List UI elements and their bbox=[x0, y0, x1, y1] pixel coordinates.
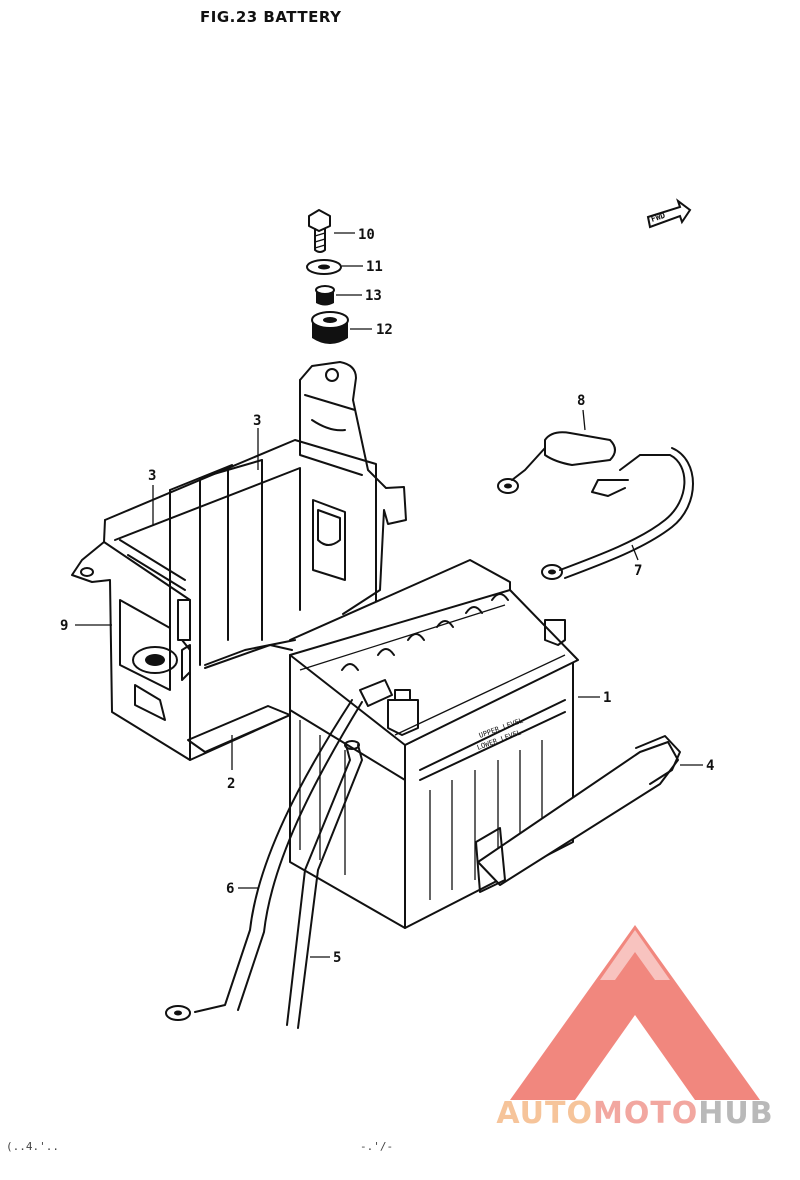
figure-title: FIG.23 BATTERY bbox=[200, 8, 342, 26]
ground-lead-6 bbox=[165, 679, 393, 1021]
logo-triangle-icon bbox=[510, 925, 760, 1100]
fwd-arrow-icon: FWD bbox=[646, 198, 692, 229]
automotohub-logo: AUTOMOTOHUB bbox=[470, 920, 800, 1140]
bolt-10 bbox=[308, 209, 331, 253]
battery-lead-7 bbox=[541, 447, 694, 580]
callout-5: 5 bbox=[333, 950, 341, 966]
footer-left-text: (..4.'.. bbox=[6, 1140, 59, 1153]
washer-11 bbox=[306, 259, 342, 275]
callout-12: 12 bbox=[376, 322, 393, 338]
callout-1: 1 bbox=[603, 690, 611, 706]
battery-1: UPPER LEVEL LOWER LEVEL bbox=[289, 559, 579, 929]
callout-13: 13 bbox=[365, 288, 382, 304]
spacer-13 bbox=[315, 285, 335, 306]
callout-6: 6 bbox=[226, 881, 234, 897]
logo-text-moto: MOTO bbox=[592, 1096, 699, 1131]
callout-10: 10 bbox=[358, 227, 375, 243]
fwd-label: FWD bbox=[650, 211, 667, 224]
grommet-12 bbox=[311, 311, 349, 344]
battery-cell-caps bbox=[341, 593, 509, 671]
callout-3b: 3 bbox=[253, 413, 261, 429]
callout-3a: 3 bbox=[148, 468, 156, 484]
logo-text-hub: HUB bbox=[698, 1096, 774, 1131]
tray-pad-2 bbox=[187, 644, 293, 753]
logo-text-auto: AUTO bbox=[496, 1096, 593, 1131]
callout-11: 11 bbox=[366, 259, 383, 275]
callouts-small-parts bbox=[334, 232, 372, 330]
callout-9: 9 bbox=[60, 618, 68, 634]
callout-labels: 10 11 13 12 8 7 1 4 5 6 9 2 3 3 bbox=[60, 227, 714, 966]
callout-8: 8 bbox=[577, 393, 585, 409]
logo-text: AUTOMOTOHUB bbox=[470, 1096, 800, 1131]
callout-4: 4 bbox=[706, 758, 714, 774]
breather-hose-5 bbox=[286, 740, 363, 1029]
terminal-cover-8 bbox=[497, 431, 616, 494]
callout-2: 2 bbox=[227, 776, 235, 792]
footer-mid-text: -.'/- bbox=[360, 1140, 394, 1153]
battery-band-4 bbox=[475, 735, 681, 893]
callout-7: 7 bbox=[634, 563, 642, 579]
callout-leaders bbox=[75, 409, 703, 958]
